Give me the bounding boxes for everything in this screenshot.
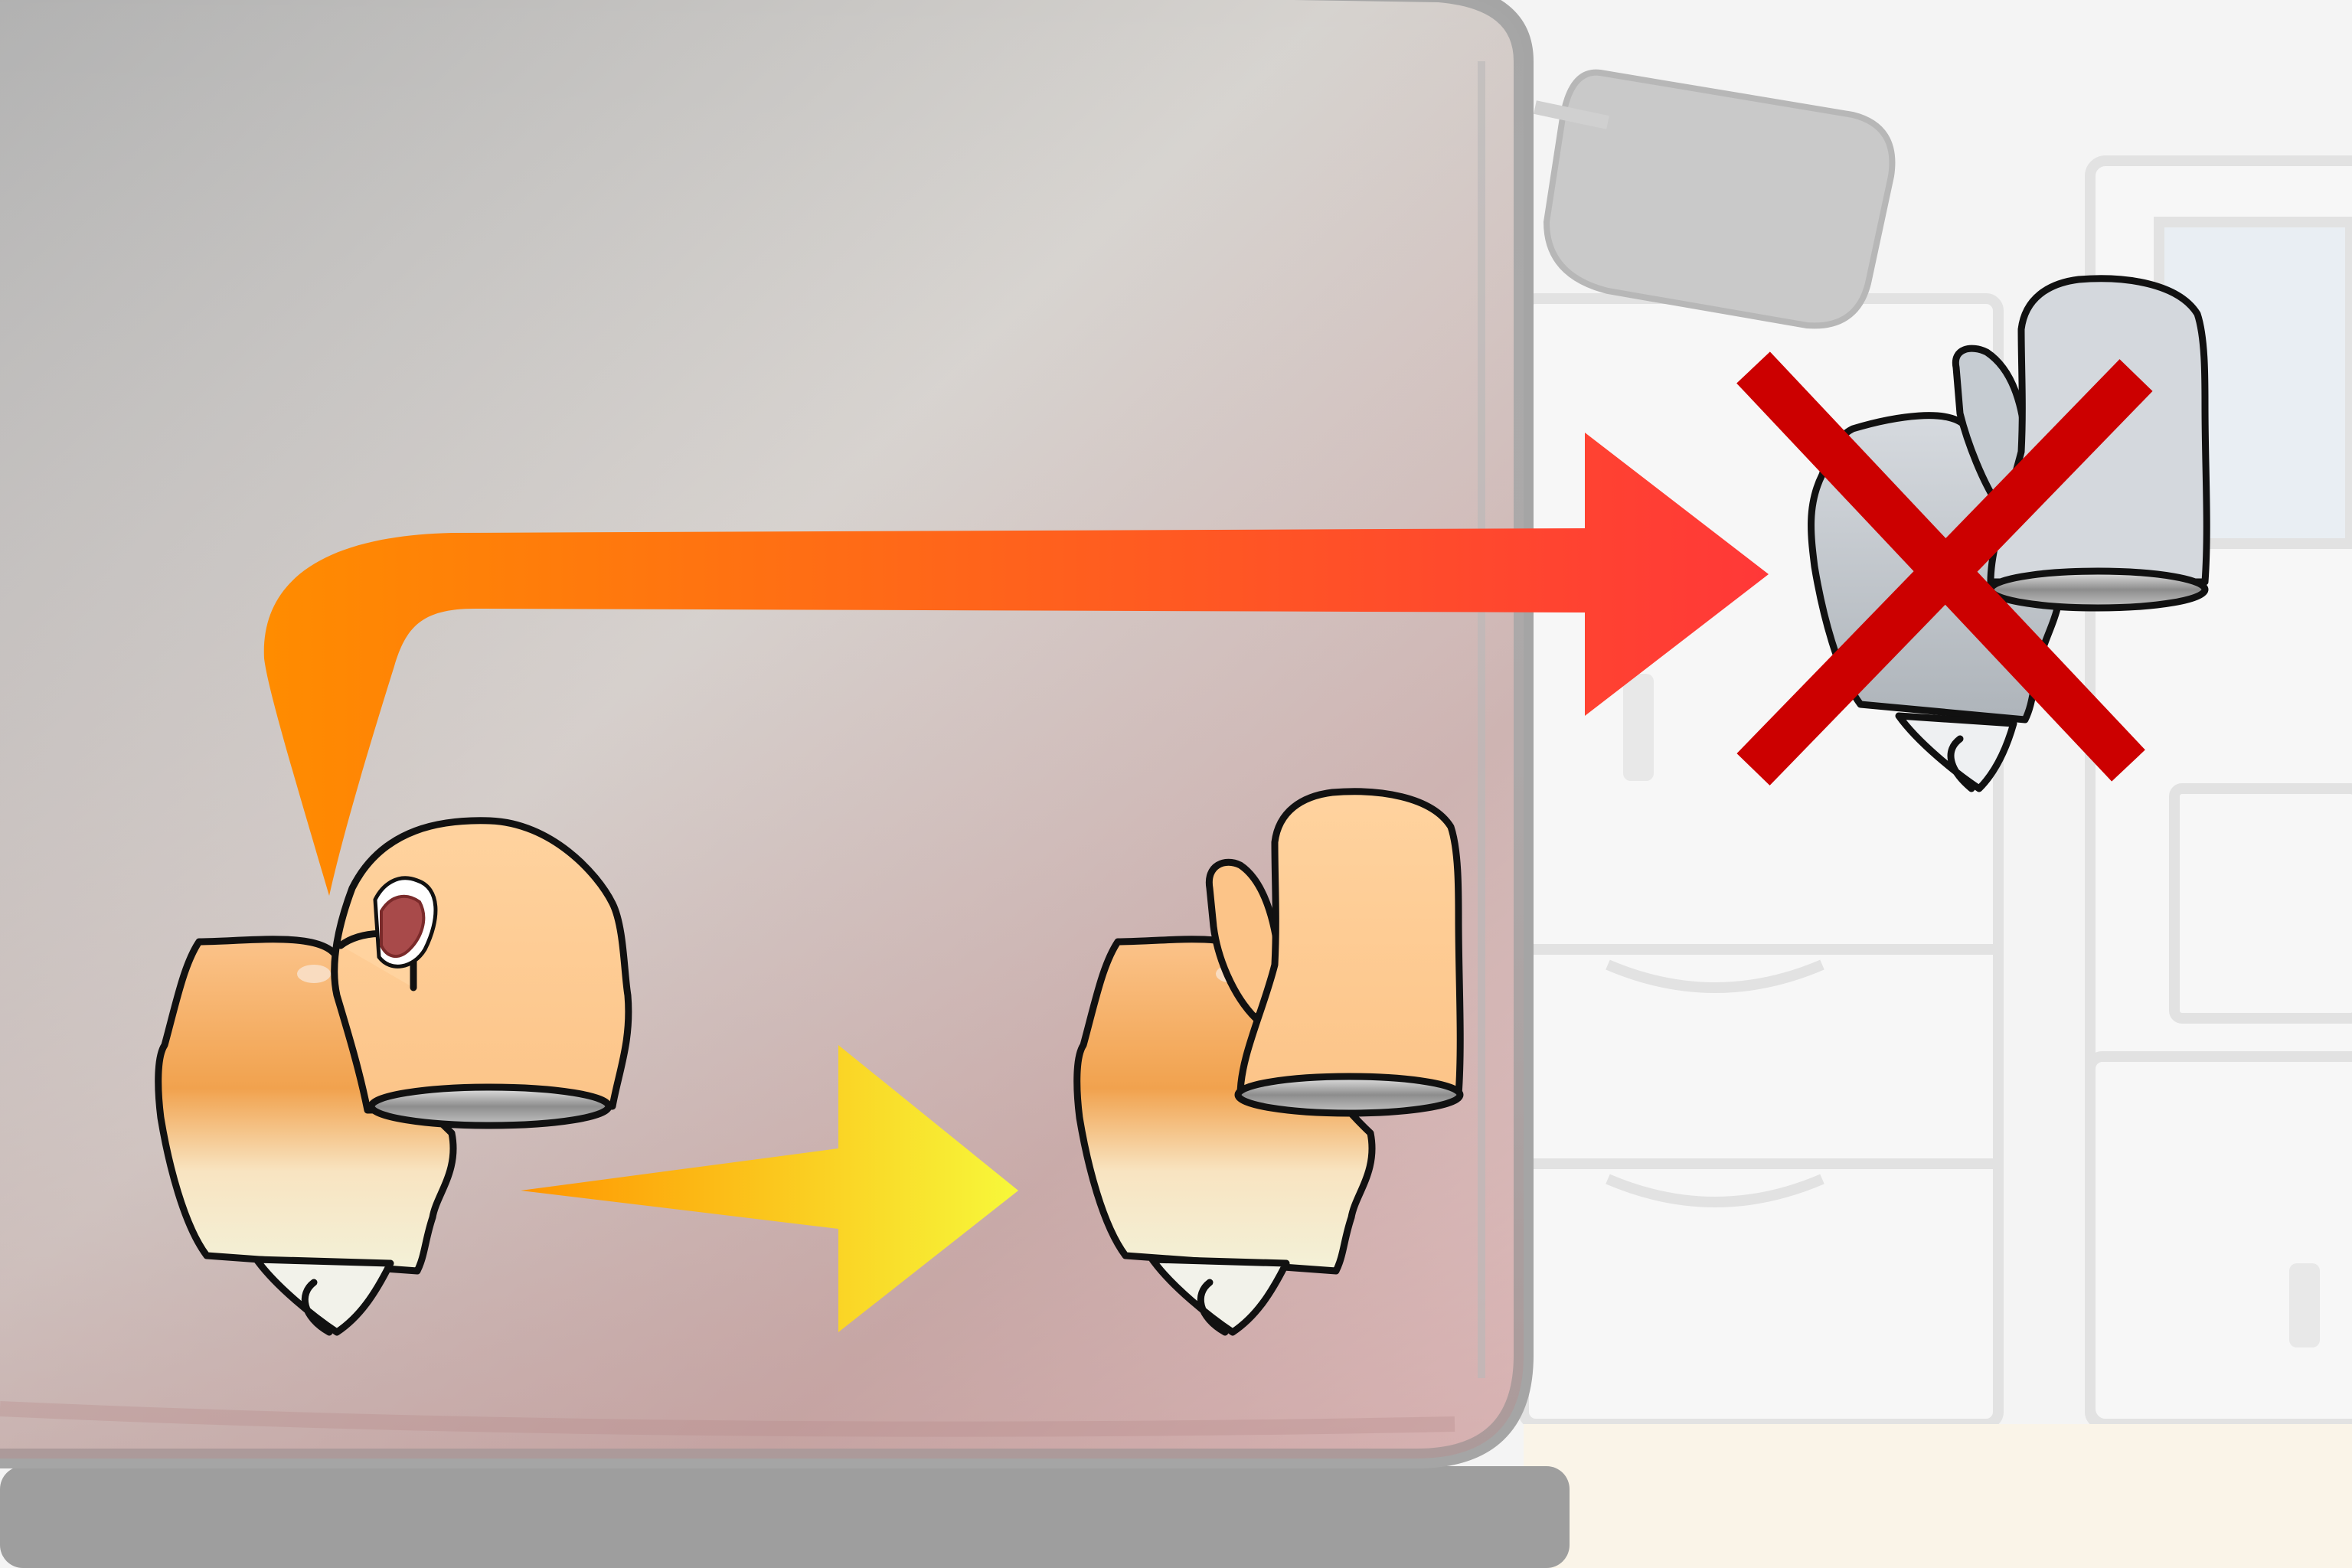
cross-mark-icon (1736, 351, 2153, 786)
damaged-oven-mitt-icon (155, 817, 632, 1336)
counter-surface (1524, 1424, 2352, 1568)
pot-lid (1534, 69, 1896, 329)
kitchen-background (1518, 155, 2352, 1429)
arrow-right-icon (521, 1045, 1018, 1332)
new-oven-mitt-icon (1073, 788, 1464, 1336)
stove-top (0, 1466, 1570, 1568)
curved-arrow-icon (263, 433, 1769, 896)
